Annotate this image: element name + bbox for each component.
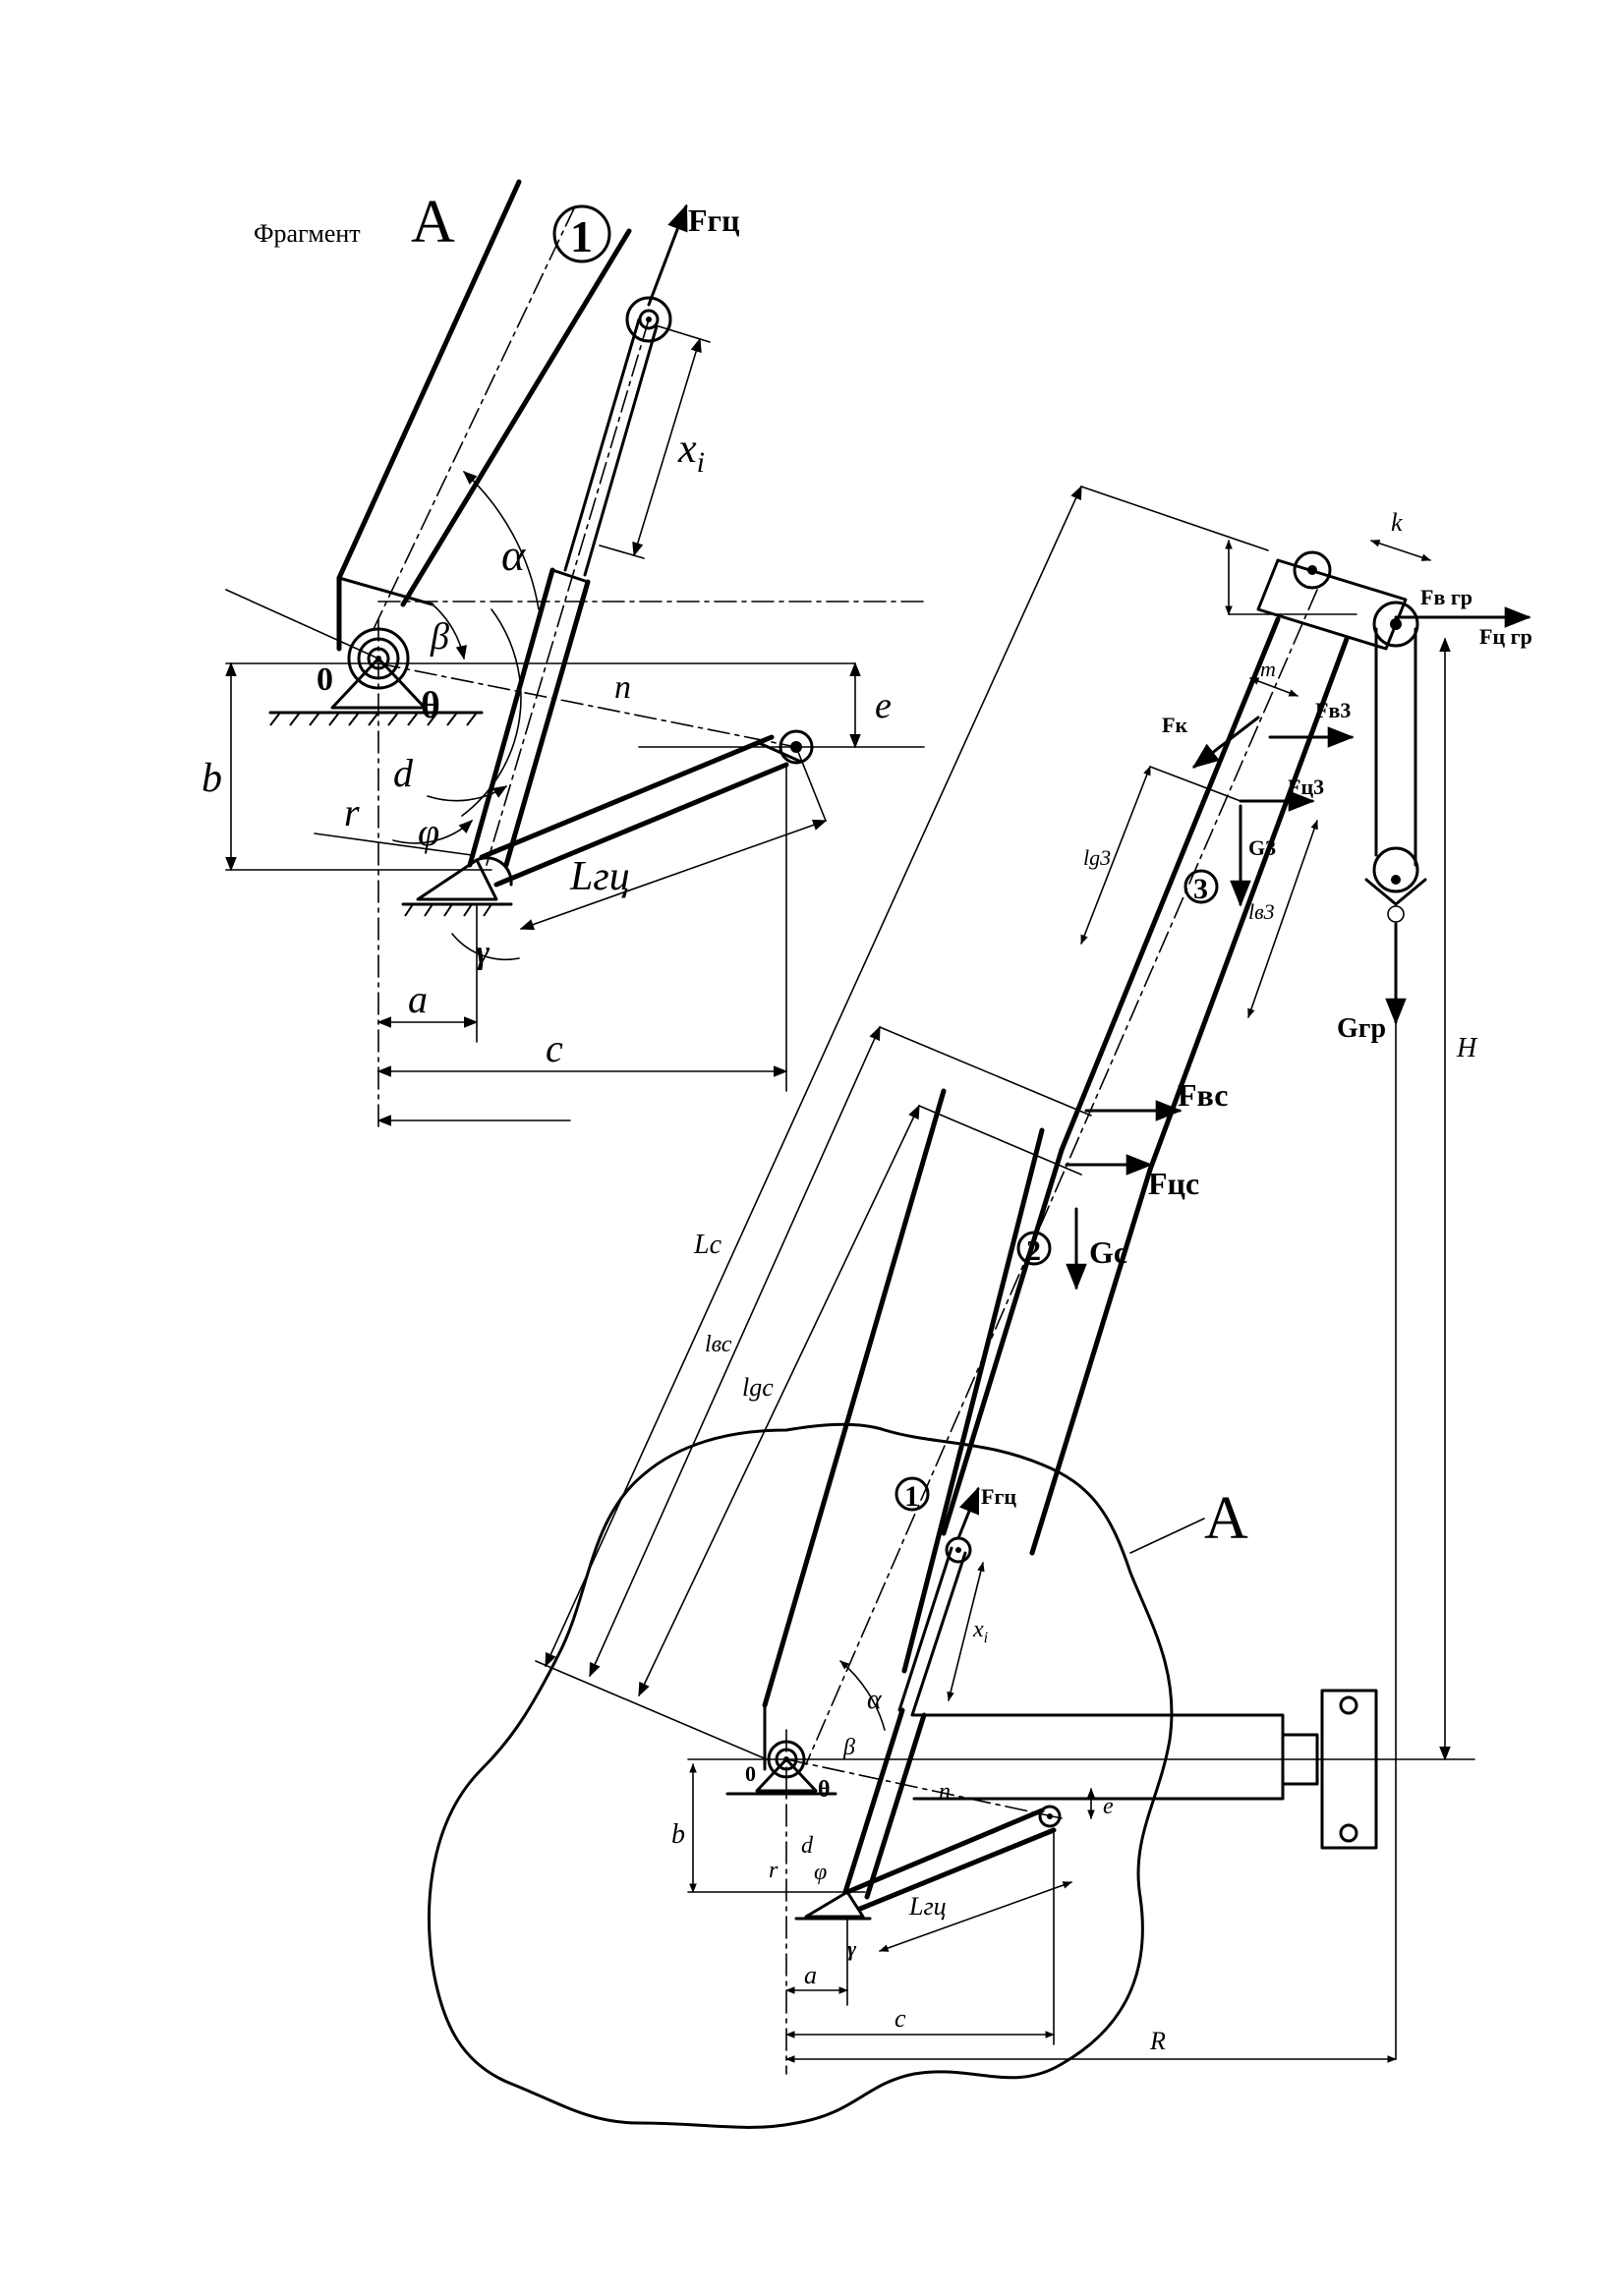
f-v3-label: Fв3 (1315, 698, 1351, 722)
fragment-lower-pivot (401, 856, 513, 917)
section-2-label: 2 (1026, 1234, 1041, 1267)
main-hydraulic-cylinder (842, 1536, 972, 1900)
main-force-cyl-label: Fгц (981, 1484, 1016, 1509)
g-c-label: Gc (1089, 1234, 1127, 1270)
fragment-point-o: 0 (317, 661, 333, 698)
fragment-d: d (393, 751, 414, 795)
g3-label: G3 (1248, 835, 1276, 860)
l-v3-label: lв3 (1248, 899, 1275, 924)
l-vc-label: lвс (705, 1332, 732, 1357)
main-phi: φ (814, 1860, 827, 1885)
main-l-cyl: Lгц (908, 1892, 947, 1921)
h-label: H (1456, 1033, 1478, 1063)
f-vc-label: Fвс (1178, 1077, 1228, 1113)
fragment-e: e (875, 685, 892, 726)
fragment-alpha: α (501, 530, 526, 580)
main-gamma: γ (847, 1936, 857, 1961)
f-cgr-label: Fц гр (1479, 624, 1532, 649)
fragment-b: b (202, 756, 222, 801)
main-drawing: А 1 2 3 (428, 485, 1532, 2129)
l-g3-label: lg3 (1083, 845, 1111, 870)
hook-pulley (1364, 627, 1427, 923)
f-c3-label: Fц3 (1288, 775, 1324, 799)
f-k-label: Fк (1162, 713, 1187, 737)
fragment-c: c (546, 1026, 563, 1070)
main-theta: θ (818, 1777, 831, 1803)
fragment-a: a (408, 977, 428, 1021)
k-label: k (1391, 508, 1403, 537)
main-point-o: 0 (745, 1761, 756, 1786)
fragment-lower-cylinder (479, 729, 828, 931)
fragment-phi: φ (418, 810, 439, 854)
main-d: d (801, 1833, 814, 1859)
main-beta: β (842, 1735, 855, 1760)
fragment-r: r (344, 790, 360, 834)
fragment-force-cyl-label: Fгц (688, 202, 740, 238)
main-boom (762, 589, 1350, 1771)
section-1-label: 1 (904, 1480, 919, 1513)
fragment-caption-letter: А (411, 189, 455, 256)
region-a-outline (428, 1422, 1174, 2129)
g-gr-label: Gгр (1337, 1013, 1386, 1044)
fragment-force-arrow (647, 203, 688, 307)
f-cc-label: Fцс (1148, 1166, 1199, 1201)
m-label: m (1260, 657, 1276, 681)
main-R: R (1149, 2027, 1166, 2055)
lc-label: Lc (693, 1230, 722, 1260)
main-a: a (804, 1961, 817, 1989)
main-r: r (769, 1858, 779, 1883)
fragment-l-cyl: Lгц (569, 854, 630, 899)
fragment-beta: β (430, 616, 449, 658)
main-c: c (895, 2004, 906, 2033)
fragment-theta: θ (421, 685, 440, 726)
fragment-gamma: γ (476, 935, 491, 971)
main-b: b (671, 1819, 685, 1850)
fragment-pivot-o (268, 627, 484, 726)
fragment-boom (336, 179, 632, 652)
main-n: n (939, 1779, 951, 1805)
l-gc-label: lgc (742, 1373, 774, 1402)
fragment-boom-number-circle (552, 204, 611, 263)
fragment-hydraulic-cylinder (467, 317, 659, 868)
main-alpha: α (867, 1685, 883, 1715)
boom-head (1256, 550, 1419, 651)
region-a-letter: А (1204, 1485, 1248, 1552)
fragment-n: n (614, 669, 631, 706)
section-3-label: 3 (1193, 873, 1208, 905)
section-3-circle (1183, 869, 1219, 904)
fragment-boom-number: 1 (570, 211, 593, 261)
main-xi-label: xi (972, 1617, 988, 1646)
fragment-a: Фрагмент А 1 Fгц (202, 179, 925, 1131)
f-vgr-label: Fв гр (1420, 585, 1472, 609)
main-e: e (1103, 1794, 1114, 1819)
fragment-xi-label: xi (677, 427, 705, 479)
fragment-caption-word: Фрагмент (254, 219, 361, 248)
